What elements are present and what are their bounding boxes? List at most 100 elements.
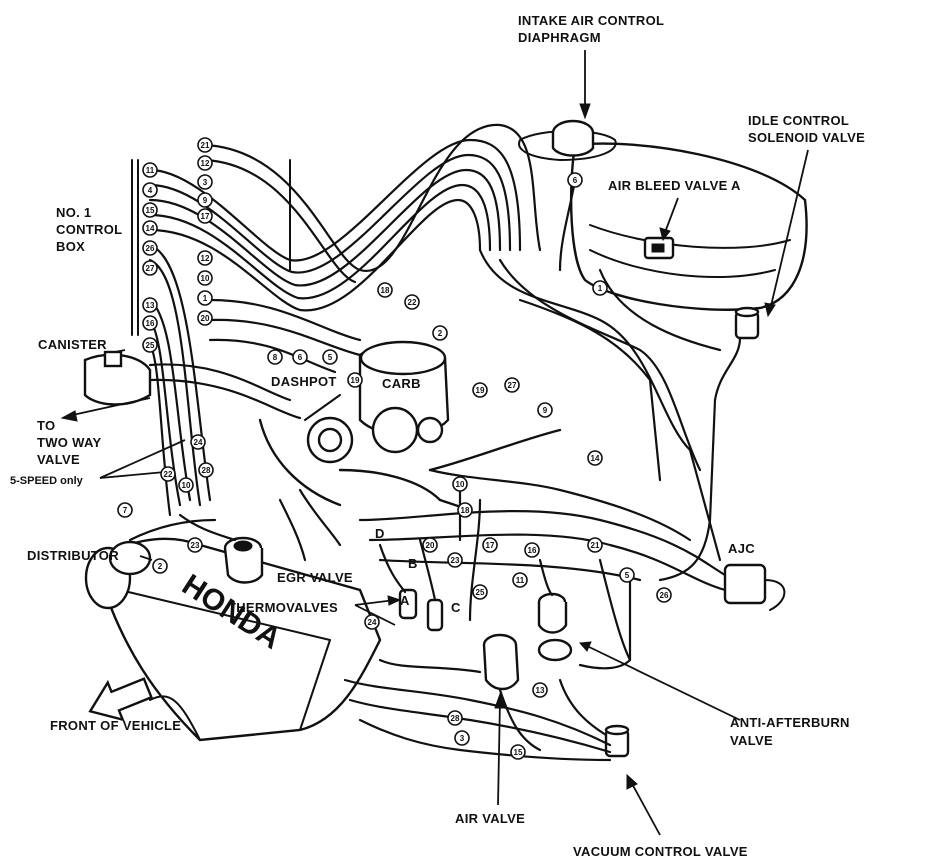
svg-text:18: 18 — [461, 506, 470, 515]
svg-text:10: 10 — [201, 274, 210, 283]
component-labels: INTAKE AIR CONTROL DIAPHRAGM IDLE CONTRO… — [10, 13, 865, 859]
svg-text:17: 17 — [486, 541, 495, 550]
hose-tag-9: 9 — [197, 192, 213, 208]
svg-text:12: 12 — [201, 254, 210, 263]
hose-tag-1: 1 — [197, 290, 213, 306]
svg-text:22: 22 — [164, 470, 173, 479]
label-vacuum-control-valve: VACUUM CONTROL VALVE — [573, 844, 748, 859]
hose-tag-21: 21 — [197, 137, 213, 153]
vacuum-control-valve — [604, 724, 661, 836]
svg-text:25: 25 — [476, 588, 485, 597]
label-two-way: TWO WAY — [37, 435, 101, 450]
svg-text:3: 3 — [460, 734, 465, 743]
svg-text:8: 8 — [273, 353, 278, 362]
hose-tag-10: 10 — [197, 270, 213, 286]
hose-tag-1: 1 — [592, 280, 608, 296]
hose-tag-3: 3 — [197, 174, 213, 190]
svg-text:6: 6 — [298, 353, 303, 362]
svg-text:11: 11 — [146, 166, 155, 175]
svg-text:17: 17 — [201, 212, 210, 221]
label-no1: NO. 1 — [56, 205, 91, 220]
svg-text:21: 21 — [201, 141, 210, 150]
hose-number-tags: 2112391711415142627131625121012018221968… — [117, 137, 672, 760]
hose-tag-15: 15 — [510, 744, 526, 760]
label-valve: VALVE — [37, 452, 80, 467]
label-air-valve: AIR VALVE — [455, 811, 525, 826]
label-point-c: C — [451, 600, 461, 615]
air-bleed-valve-a — [643, 197, 679, 260]
svg-text:1: 1 — [203, 294, 208, 303]
label-ajc: AJC — [728, 541, 755, 556]
label-five-speed: 5-SPEED only — [10, 475, 84, 487]
no1-control-box-bracket — [131, 159, 291, 336]
front-of-vehicle-arrow-icon — [88, 677, 153, 722]
hose-tag-22: 22 — [404, 294, 420, 310]
svg-text:16: 16 — [528, 546, 537, 555]
label-carb: CARB — [382, 376, 421, 391]
svg-text:9: 9 — [543, 406, 548, 415]
hose-tag-9: 9 — [537, 402, 553, 418]
svg-text:24: 24 — [194, 438, 203, 447]
label-anti-afterburn: ANTI-AFTERBURN — [730, 715, 850, 730]
label-dashpot: DASHPOT — [271, 374, 337, 389]
hose-tag-13: 13 — [142, 297, 158, 313]
distributor — [84, 540, 153, 610]
svg-text:22: 22 — [408, 298, 417, 307]
canister — [83, 349, 152, 406]
hose-tag-2: 2 — [432, 325, 448, 341]
svg-text:28: 28 — [202, 466, 211, 475]
hose-tag-26: 26 — [142, 240, 158, 256]
hose-tag-11: 11 — [142, 162, 158, 178]
label-box: BOX — [56, 239, 85, 254]
label-point-a: A — [400, 593, 410, 608]
egr-valve — [223, 536, 264, 584]
hose-tag-6: 6 — [567, 172, 583, 188]
svg-text:13: 13 — [536, 686, 545, 695]
air-valve — [482, 633, 520, 806]
label-canister: CANISTER — [38, 337, 107, 352]
label-point-d: D — [375, 526, 385, 541]
hose-tag-18: 18 — [377, 282, 393, 298]
hose-tag-8: 8 — [267, 349, 283, 365]
svg-text:14: 14 — [146, 224, 155, 233]
svg-text:5: 5 — [625, 571, 630, 580]
two-way-valve-pointer — [60, 397, 151, 422]
svg-text:2: 2 — [438, 329, 443, 338]
label-control: CONTROL — [56, 222, 122, 237]
idle-control-solenoid-valve — [734, 149, 809, 340]
svg-text:18: 18 — [381, 286, 390, 295]
svg-text:20: 20 — [426, 541, 435, 550]
hose-tag-6: 6 — [292, 349, 308, 365]
svg-text:25: 25 — [146, 341, 155, 350]
hose-tag-19: 19 — [347, 372, 363, 388]
svg-text:27: 27 — [508, 381, 517, 390]
hose-tag-26: 26 — [656, 587, 672, 603]
label-intake-diaphragm: DIAPHRAGM — [518, 30, 601, 45]
svg-text:12: 12 — [201, 159, 210, 168]
svg-text:1: 1 — [598, 284, 603, 293]
hose-tag-19: 19 — [472, 382, 488, 398]
label-egr-valve: EGR VALVE — [277, 570, 353, 585]
hose-tag-23: 23 — [187, 537, 203, 553]
svg-text:7: 7 — [123, 506, 128, 515]
label-to: TO — [37, 418, 55, 433]
svg-text:6: 6 — [573, 176, 578, 185]
ajc-unit — [723, 563, 786, 611]
svg-text:15: 15 — [146, 206, 155, 215]
svg-text:9: 9 — [203, 196, 208, 205]
hose-tag-18: 18 — [457, 502, 473, 518]
intake-air-control-diaphragm — [551, 50, 595, 157]
hose-tag-20: 20 — [422, 537, 438, 553]
svg-text:10: 10 — [456, 480, 465, 489]
svg-text:2: 2 — [158, 562, 163, 571]
label-point-b: B — [408, 556, 418, 571]
hose-tag-12: 12 — [197, 250, 213, 266]
hose-tag-25: 25 — [472, 584, 488, 600]
hose-tag-16: 16 — [142, 315, 158, 331]
vacuum-hose-bundle — [128, 123, 742, 762]
label-solenoid-valve: SOLENOID VALVE — [748, 130, 865, 145]
svg-text:26: 26 — [146, 244, 155, 253]
svg-text:14: 14 — [591, 454, 600, 463]
hose-tag-20: 20 — [197, 310, 213, 326]
hose-tag-22: 22 — [160, 466, 176, 482]
